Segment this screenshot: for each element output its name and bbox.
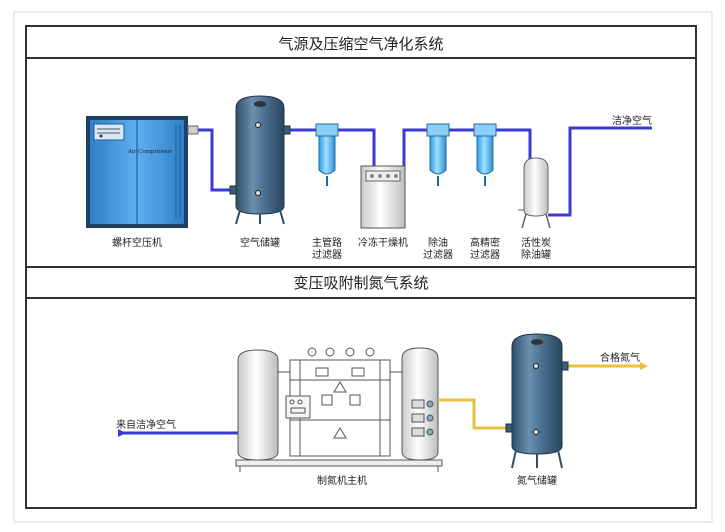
nitrogen-output-label: 合格氮气 — [600, 351, 640, 364]
nitrogen-tank — [505, 333, 569, 469]
refrigerated-dryer — [360, 165, 406, 229]
screw-air-compressor: Air Compressor — [86, 116, 199, 228]
nitrogen-output-arrow — [640, 362, 648, 370]
activated-carbon-tank — [518, 157, 551, 229]
dryer-label: 冷冻干燥机 — [358, 236, 408, 249]
generator-label: 制氮机主机 — [317, 474, 367, 487]
high-precision-filter — [473, 123, 497, 186]
nitrogen-generator — [235, 347, 443, 472]
section2-title: 变压吸附制氮气系统 — [293, 274, 428, 292]
compressor-label: 螺杆空压机 — [112, 236, 162, 249]
air-tank — [229, 95, 291, 225]
main-filter-label-2: 过滤器 — [312, 248, 342, 261]
air-pipeline — [198, 126, 652, 217]
oil-filter-label-1: 除油 — [428, 236, 448, 249]
air-tank-label: 空气储罐 — [240, 236, 280, 249]
carbon-tank-label-1: 活性炭 — [521, 236, 551, 249]
section1-title: 气源及压缩空气净化系统 — [278, 35, 443, 53]
compressor-plate-text: Air Compressor — [127, 149, 172, 155]
oil-filter-label-2: 过滤器 — [423, 248, 453, 261]
main-filter-label-1: 主管路 — [312, 236, 342, 249]
nitrogen-pipeline — [438, 364, 640, 430]
main-line-filter — [315, 123, 339, 186]
precision-filter-label-1: 高精密 — [470, 236, 500, 249]
precision-filter-label-2: 过滤器 — [470, 248, 500, 261]
clean-air-output-label: 洁净空气 — [612, 114, 652, 127]
carbon-tank-label-2: 除油罐 — [521, 248, 551, 261]
nitrogen-tank-label: 氮气储罐 — [517, 474, 557, 487]
oil-removal-filter — [426, 123, 450, 186]
clean-air-input-label: 来自洁净空气 — [116, 418, 176, 431]
